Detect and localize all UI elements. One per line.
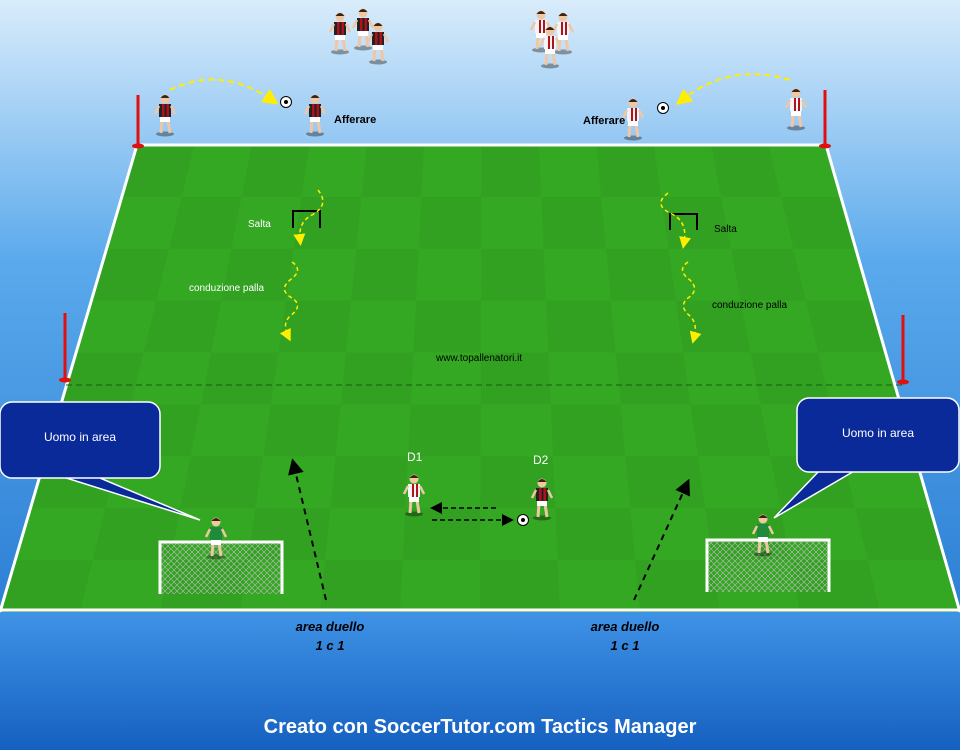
pitch	[0, 143, 960, 613]
player-waiting-5	[551, 12, 575, 55]
dribble-arrow-left	[279, 261, 299, 342]
jump-arrow-left	[293, 189, 324, 246]
receiver-left	[303, 94, 327, 137]
ball-right	[657, 102, 669, 114]
balls	[280, 96, 669, 526]
footer-credit: Creato con SoccerTutor.com Tactics Manag…	[263, 716, 697, 738]
corner-flag-poles	[59, 90, 909, 385]
hurdle-left	[292, 210, 321, 228]
label-afferare-right: Afferare	[583, 115, 626, 127]
duel-area-right: area duello 1 c 1	[565, 617, 685, 655]
duel-area-right-line2: 1 c 1	[610, 638, 640, 653]
label-d2: D2	[533, 453, 549, 467]
label-d1: D1	[407, 450, 423, 464]
label-conduzione-left: conduzione palla	[189, 283, 265, 294]
thrower-left	[153, 94, 177, 137]
callout-right-text: Uomo in area	[841, 426, 915, 440]
jump-arrow-right	[660, 192, 692, 249]
player-waiting-1	[328, 12, 352, 55]
duel-area-right-line1: area duello	[590, 619, 660, 634]
pitch-stripes	[0, 145, 946, 612]
receiver-right	[621, 98, 645, 141]
dribble-arrow-right	[681, 261, 702, 344]
ball-left	[280, 96, 292, 108]
website-watermark: www.topallenatori.it	[436, 353, 523, 364]
player-waiting-6	[538, 26, 562, 69]
callout-left-text: Uomo in area	[43, 430, 117, 444]
goalkeeper-right	[751, 514, 775, 557]
throw-arrow-right	[675, 73, 791, 105]
lower-background	[0, 612, 960, 750]
throw-arrow-left	[169, 78, 279, 105]
label-conduzione-right: conduzione palla	[712, 300, 788, 311]
player-waiting-3	[366, 22, 390, 65]
goalkeeper-left	[204, 517, 228, 560]
label-salta-left: Salta	[248, 219, 271, 230]
player-waiting-2	[351, 8, 375, 51]
attacker-d2	[530, 478, 554, 521]
thrower-right	[784, 88, 808, 131]
duel-area-left: area duello 1 c 1	[270, 617, 390, 655]
run-arrow-left	[288, 458, 327, 601]
defender-d1	[402, 474, 426, 517]
ball-duel	[517, 514, 529, 526]
label-salta-right: Salta	[714, 224, 737, 235]
run-arrow-right	[633, 478, 690, 601]
label-afferare-left: Afferare	[334, 114, 377, 126]
hurdle-right	[669, 213, 698, 230]
callout-right	[773, 397, 960, 519]
duel-area-left-line1: area duello	[295, 619, 365, 634]
callout-left	[0, 401, 201, 521]
players	[153, 8, 808, 560]
duel-area-left-line2: 1 c 1	[315, 638, 345, 653]
